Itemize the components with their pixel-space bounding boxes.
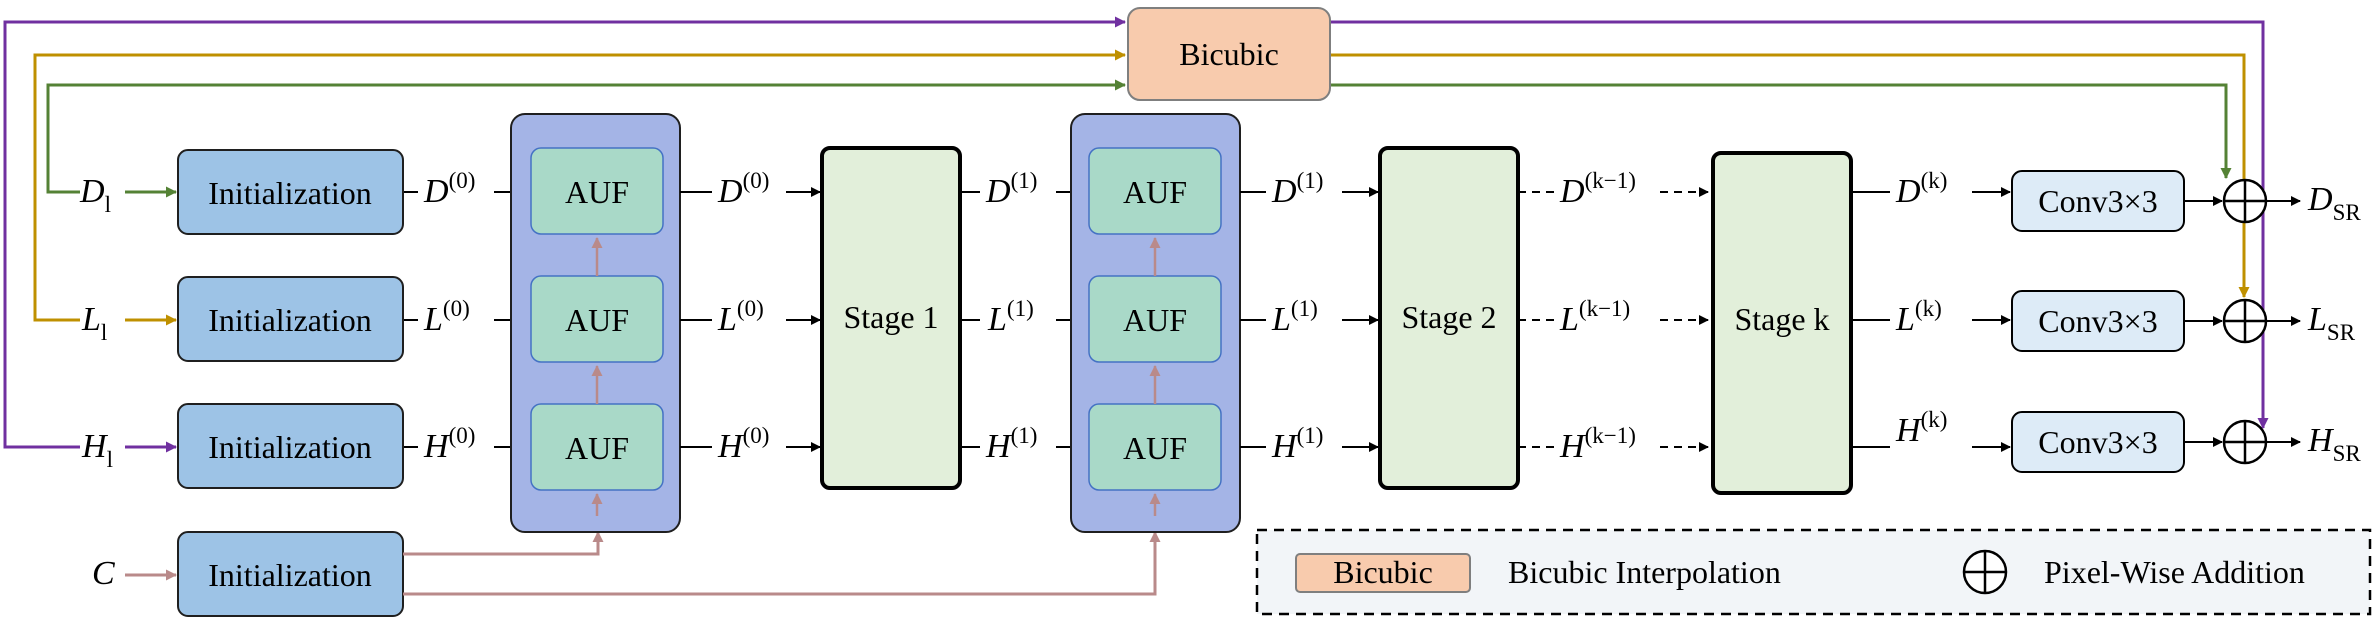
init-out-features: D(0) L(0) H(0) bbox=[404, 168, 529, 465]
initialization-blocks: Initialization Initialization Initializa… bbox=[177, 149, 404, 617]
auf-2-d: AUF bbox=[1123, 174, 1187, 210]
conv-h-label: Conv3×3 bbox=[2038, 424, 2157, 460]
stage-2-label: Stage 2 bbox=[1401, 299, 1496, 335]
stage1-out-features: D(1) L(1) H(1) bbox=[960, 168, 1087, 465]
legend: Bicubic Bicubic Interpolation Pixel-Wise… bbox=[1255, 528, 2372, 616]
bicubic-label: Bicubic bbox=[1179, 36, 1279, 72]
svg-text:D(k): D(k) bbox=[1895, 168, 1947, 210]
svg-text:H(1): H(1) bbox=[1271, 423, 1323, 465]
init-block-c: Initialization bbox=[177, 531, 404, 617]
auf-group-1: AUF AUF AUF bbox=[510, 113, 681, 533]
legend-bicubic-desc: Bicubic Interpolation bbox=[1508, 554, 1781, 590]
stage2-out-features: D(k−1) L(k−1) H(k−1) bbox=[1518, 168, 1709, 465]
auf-group-2: AUF AUF AUF bbox=[1070, 113, 1241, 533]
conv-l-label: Conv3×3 bbox=[2038, 303, 2157, 339]
legend-bicubic-chip-label: Bicubic bbox=[1333, 554, 1433, 590]
init-block-h: Initialization bbox=[177, 403, 404, 489]
output-l-sr: LSR bbox=[2307, 301, 2356, 345]
stagek-out-features: D(k) L(k) H(k) bbox=[1851, 168, 2011, 452]
svg-text:L(0): L(0) bbox=[717, 296, 764, 338]
stage-k-label: Stage k bbox=[1734, 301, 1829, 337]
auf2-out-features: D(1) L(1) H(1) bbox=[1240, 168, 1379, 465]
stage-2-block: Stage 2 bbox=[1378, 146, 1520, 490]
init-block-d: Initialization bbox=[177, 149, 404, 235]
conv-d-label: Conv3×3 bbox=[2038, 183, 2157, 219]
init-label-l: Initialization bbox=[208, 302, 372, 338]
stage-k-block: Stage k bbox=[1711, 151, 1853, 495]
add-icon-h bbox=[2222, 419, 2268, 465]
input-arrows bbox=[125, 186, 177, 581]
svg-text:D(0): D(0) bbox=[423, 168, 475, 210]
svg-text:L(1): L(1) bbox=[987, 296, 1034, 338]
green-skip-line bbox=[46, 79, 1126, 194]
svg-text:D(k−1): D(k−1) bbox=[1559, 168, 1636, 210]
conv-blocks: Conv3×3 Conv3×3 Conv3×3 bbox=[2011, 170, 2185, 473]
stage-1-block: Stage 1 bbox=[820, 146, 962, 490]
svg-text:D(1): D(1) bbox=[1271, 168, 1323, 210]
svg-text:L(0): L(0) bbox=[423, 296, 470, 338]
input-d-label: Dl bbox=[79, 173, 111, 217]
svg-text:H(0): H(0) bbox=[717, 423, 769, 465]
gold-skip-line bbox=[33, 49, 1126, 322]
svg-text:H(k): H(k) bbox=[1895, 407, 1947, 449]
conv-to-add-arrows bbox=[2184, 196, 2223, 447]
legend-bicubic-chip bbox=[1295, 553, 1471, 593]
input-c-label: C bbox=[92, 555, 115, 592]
auf-1-h: AUF bbox=[565, 430, 629, 466]
svg-text:L(k−1): L(k−1) bbox=[1559, 296, 1630, 338]
svg-text:L(1): L(1) bbox=[1271, 296, 1318, 338]
svg-text:D(1): D(1) bbox=[985, 168, 1037, 210]
skip-connections bbox=[3, 16, 2269, 449]
init-label-d: Initialization bbox=[208, 175, 372, 211]
add-icon-d bbox=[2222, 178, 2268, 224]
init-label-h: Initialization bbox=[208, 429, 372, 465]
init-block-l: Initialization bbox=[177, 276, 404, 362]
svg-text:D(0): D(0) bbox=[717, 168, 769, 210]
add-nodes bbox=[2222, 178, 2268, 465]
add-icon-l bbox=[2222, 298, 2268, 344]
svg-text:H(0): H(0) bbox=[423, 423, 475, 465]
purple-skip-out bbox=[1330, 20, 2269, 429]
svg-text:L(k): L(k) bbox=[1895, 296, 1942, 338]
auf-2-l: AUF bbox=[1123, 302, 1187, 338]
svg-text:H(1): H(1) bbox=[985, 423, 1037, 465]
auf1-out-features: D(0) L(0) H(0) bbox=[680, 168, 821, 465]
input-l-label: Ll bbox=[81, 301, 107, 345]
green-skip-out bbox=[1330, 83, 2232, 179]
legend-add-icon bbox=[1962, 549, 2008, 595]
output-d-sr: DSR bbox=[2307, 181, 2361, 225]
auf-2-h: AUF bbox=[1123, 430, 1187, 466]
auf-1-l: AUF bbox=[565, 302, 629, 338]
purple-skip-line bbox=[3, 16, 1126, 449]
guidance-lines bbox=[403, 531, 1161, 596]
stage-1-label: Stage 1 bbox=[843, 299, 938, 335]
input-h-label: Hl bbox=[81, 428, 113, 472]
bicubic-box: Bicubic bbox=[1127, 7, 1331, 101]
output-labels: DSR LSR HSR bbox=[2307, 181, 2361, 466]
legend-add-desc: Pixel-Wise Addition bbox=[2044, 554, 2305, 590]
init-label-c: Initialization bbox=[208, 557, 372, 593]
add-to-output-arrows bbox=[2266, 196, 2301, 447]
input-labels: Dl Ll Hl C bbox=[79, 173, 115, 592]
output-h-sr: HSR bbox=[2307, 422, 2361, 466]
auf-1-d: AUF bbox=[565, 174, 629, 210]
svg-text:H(k−1): H(k−1) bbox=[1559, 423, 1636, 465]
